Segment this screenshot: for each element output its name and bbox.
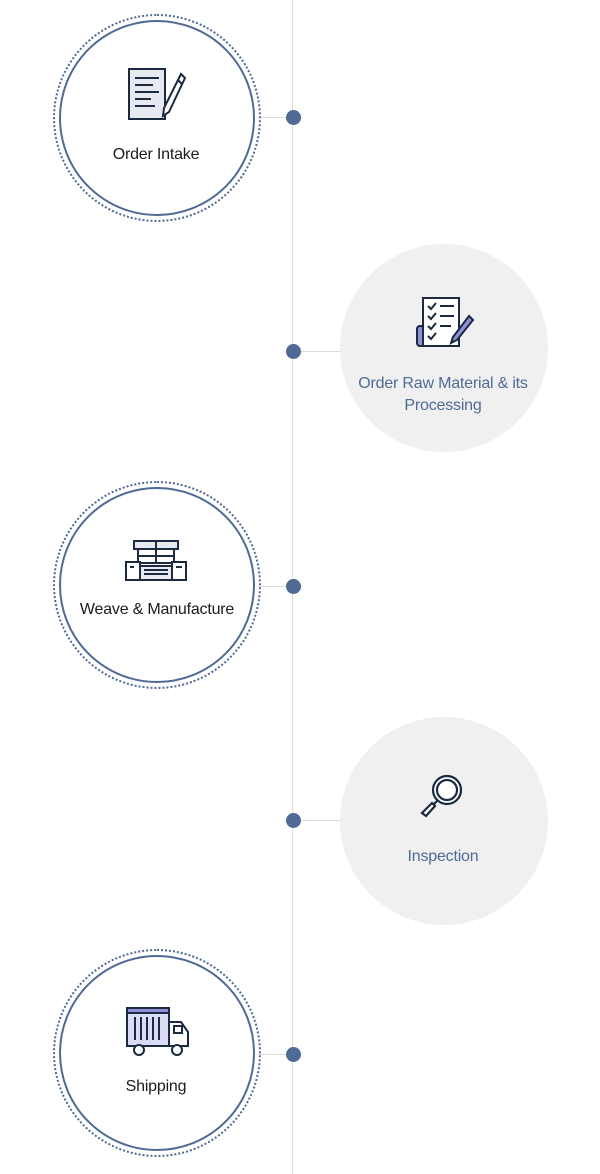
timeline-dot <box>286 1047 301 1062</box>
step-label: Order Intake <box>112 146 200 163</box>
document-pen-icon <box>125 66 189 124</box>
timeline-dot <box>286 579 301 594</box>
loom-machine-icon <box>124 536 188 594</box>
step-circle <box>59 487 255 683</box>
step-circle <box>340 244 548 452</box>
magnifier-icon <box>418 770 468 820</box>
timeline-dot <box>286 344 301 359</box>
connector-line <box>293 351 343 352</box>
connector-line <box>258 1054 293 1055</box>
checklist-pen-icon <box>411 294 475 352</box>
step-label: Weave & Manufacture <box>79 601 235 618</box>
connector-line <box>293 820 343 821</box>
dotted-ring <box>53 14 261 222</box>
truck-icon <box>124 1002 192 1060</box>
step-label: Order Raw Material & its Processing <box>358 375 528 414</box>
step-label: Inspection <box>407 848 479 865</box>
connector-line <box>258 586 293 587</box>
step-label: Shipping <box>125 1078 187 1095</box>
dotted-ring <box>53 481 261 689</box>
step-circle <box>340 717 548 925</box>
timeline-dot <box>286 110 301 125</box>
step-circle <box>59 955 255 1151</box>
dotted-ring <box>53 949 261 1157</box>
connector-line <box>258 117 293 118</box>
timeline-dot <box>286 813 301 828</box>
